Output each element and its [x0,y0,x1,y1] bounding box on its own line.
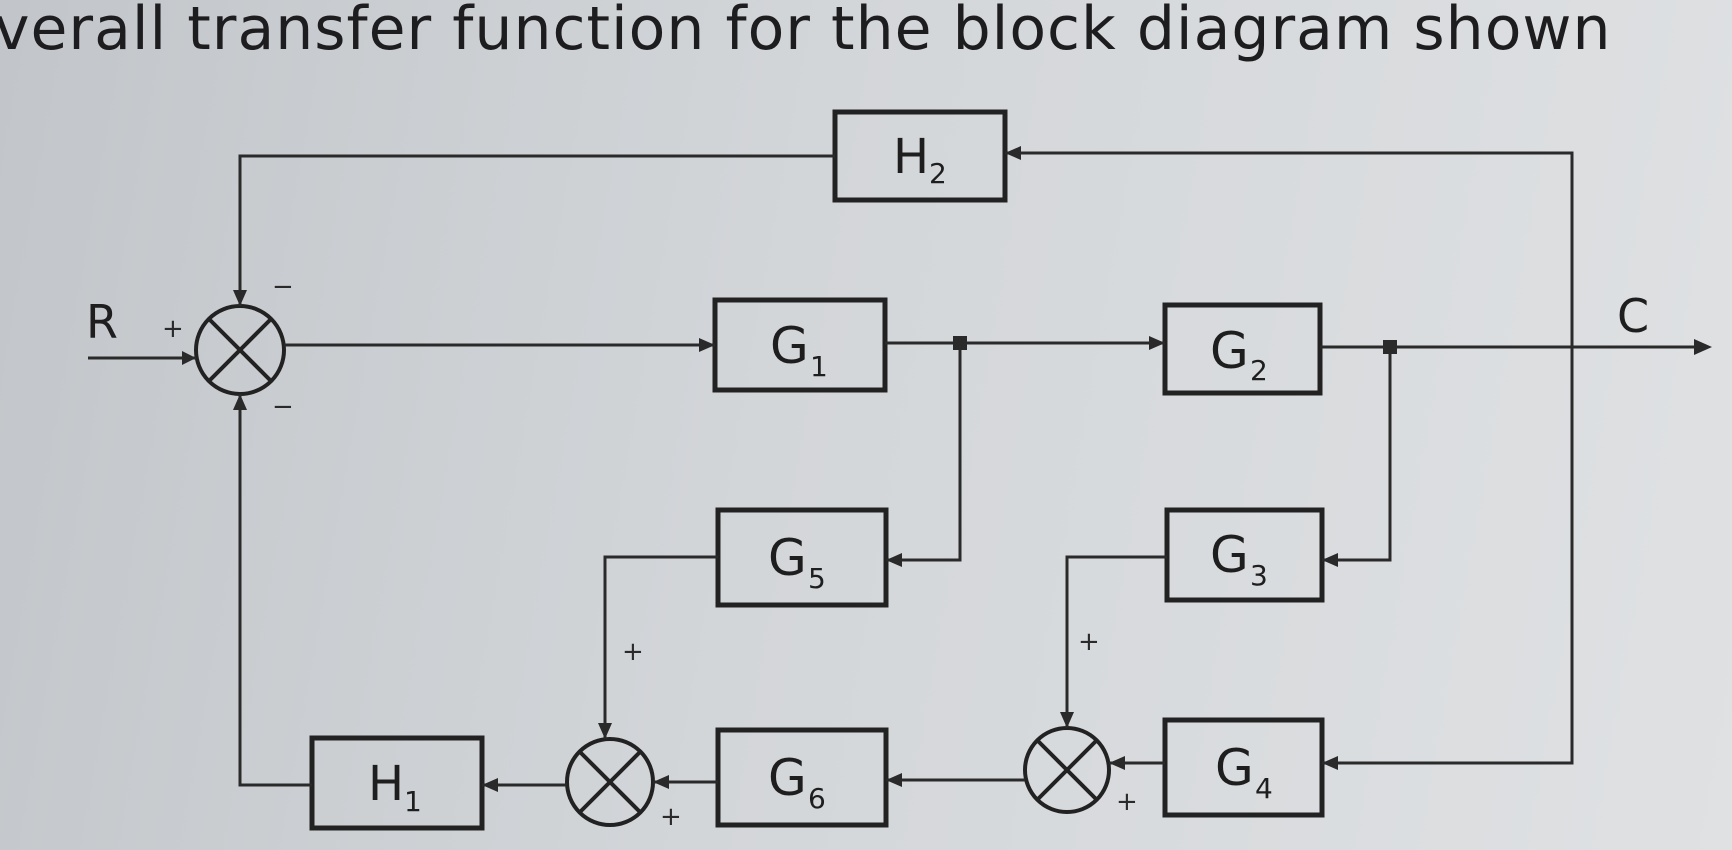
sign-main-bottom: − [272,392,294,422]
arrowhead-g6-in [886,773,902,787]
sign-right-top: + [1078,627,1100,657]
summing-junction-left-bottom [565,737,655,827]
arrowhead-g1-in [699,338,715,352]
arrowhead-sum-left-in [653,775,669,789]
arrowhead-sum-top-in [233,290,247,306]
sign-left-top: + [622,637,644,667]
block-g1-sub: 1 [810,350,828,383]
arrowhead-g2-in [1149,336,1165,350]
block-h1: H 1 [309,735,485,831]
summing-junction-right-bottom [1023,726,1111,814]
wire-g3-to-sum-right [1065,555,1167,728]
block-g6: G 6 [715,727,889,828]
signal-label-c: C [1617,289,1649,343]
summing-junction-main [194,304,286,396]
arrowhead-sum-left-top-in [598,723,612,739]
block-g1: G 1 [712,297,888,393]
block-g4-sub: 4 [1255,772,1273,805]
block-g2-name: G [1210,322,1249,380]
block-g5-sub: 5 [808,562,826,595]
arrowhead-h1-in [482,778,498,792]
wire-h2-feedback [1005,151,1574,347]
block-g4-name: G [1215,739,1254,797]
block-g6-sub: 6 [808,782,826,815]
takeoff-point-g2 [1383,340,1397,354]
block-h2-sub: 2 [929,157,947,190]
signal-label-r: R [86,295,118,349]
arrowhead-g5-in [886,553,902,567]
wire-h1-to-sum [238,394,312,787]
block-g3: G 3 [1164,507,1325,603]
block-g3-sub: 3 [1250,559,1268,592]
wire-g5-to-sum-left [603,555,718,739]
block-h1-name: H [368,756,404,812]
arrowhead-sum-bottom-in [233,394,247,410]
arrowhead-g4-in [1322,756,1338,770]
sign-main-r: + [162,314,184,344]
takeoff-point-g1 [953,336,967,350]
block-h1-sub: 1 [404,785,422,818]
block-g4: G 4 [1162,717,1325,818]
sign-left-right: + [660,802,682,832]
block-g5: G 5 [715,507,889,608]
wire-g4-feedback [1322,347,1574,765]
arrowhead-r-in [182,351,196,365]
wire-branch-g3 [1322,347,1392,562]
block-h2-name: H [893,129,929,185]
block-g6-name: G [768,749,807,807]
block-g1-name: G [770,317,809,375]
block-h2: H 2 [832,109,1008,203]
arrowhead-sum-right-in [1109,756,1125,770]
arrowhead-h2-in [1005,146,1021,160]
wire-h2-to-sum [238,154,835,306]
question-heading: verall transfer function for the block d… [0,0,1612,64]
sign-right-right: + [1116,787,1138,817]
block-g3-name: G [1210,526,1249,584]
block-g2: G 2 [1162,302,1323,396]
block-g2-sub: 2 [1250,354,1268,387]
wire-branch-g5 [886,343,962,562]
arrowhead-g3-in [1322,553,1338,567]
arrowhead-c-out [1694,339,1712,355]
arrowhead-sum-right-top-in [1060,712,1074,728]
sign-main-top: − [272,272,294,302]
block-g5-name: G [768,529,807,587]
